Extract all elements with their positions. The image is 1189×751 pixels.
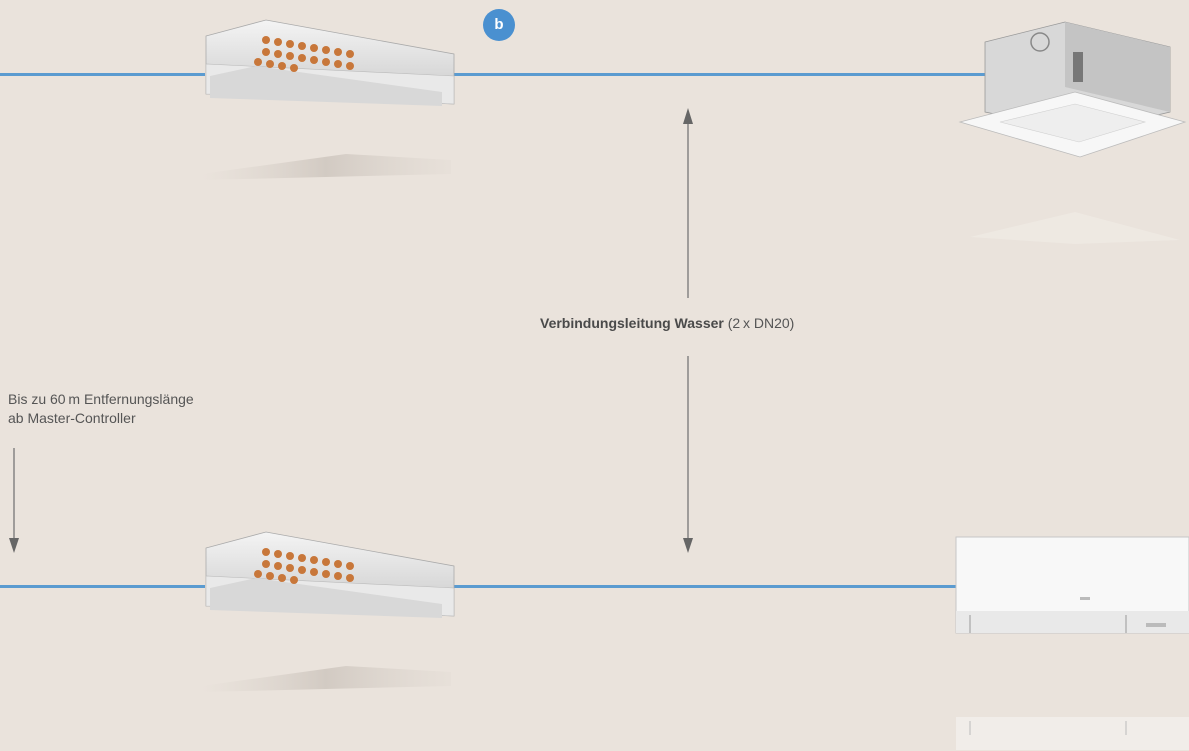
water-pipe-top-left — [0, 73, 205, 76]
distance-note-line1: Bis zu 60 m Entfernungslänge — [8, 391, 194, 407]
arrow-up-icon — [683, 108, 693, 124]
wall-split-unit — [955, 536, 1189, 750]
water-pipe-top-right — [448, 73, 990, 76]
ceiling-cassette-unit — [958, 21, 1187, 244]
distance-note-line2: ab Master-Controller — [8, 410, 136, 426]
step-badge: b — [483, 9, 515, 41]
water-connection-label-rest: (2 x DN20) — [723, 315, 795, 331]
water-pipe-bottom-right — [448, 585, 960, 588]
arrow-down-icon-left — [9, 538, 19, 553]
water-connection-label: Verbindungsleitung Wasser (2 x DN20) — [540, 315, 794, 331]
water-pipe-bottom-left — [0, 585, 205, 588]
ducted-controller-bottom — [201, 531, 455, 692]
ducted-controller-top — [201, 19, 455, 180]
distance-note: Bis zu 60 m Entfernungslänge ab Master-C… — [8, 390, 194, 428]
arrow-down-icon — [683, 538, 693, 553]
water-connection-label-bold: Verbindungsleitung Wasser — [540, 315, 724, 331]
